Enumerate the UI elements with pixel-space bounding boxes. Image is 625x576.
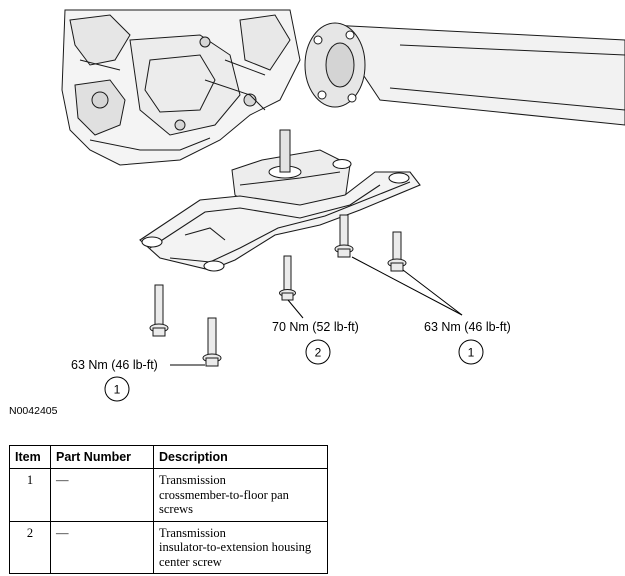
parts-table: Item Part Number Description 1 — Transmi… bbox=[9, 445, 328, 574]
bolt-group bbox=[149, 214, 407, 367]
torque-label-left: 63 Nm (46 lb-ft) bbox=[71, 358, 158, 372]
item-number-center: 2 bbox=[315, 346, 322, 360]
item-circle-right bbox=[458, 339, 484, 365]
driveshaft bbox=[304, 22, 625, 126]
bolt-right-outer bbox=[387, 231, 407, 272]
item-circle-center bbox=[305, 339, 331, 365]
leader-right-b bbox=[402, 269, 463, 316]
table-row: 1 — Transmission crossmember-to-floor pa… bbox=[9, 468, 328, 522]
bolt-left-inner bbox=[202, 317, 222, 367]
bolt-left-outer bbox=[149, 284, 169, 337]
row-part-number: — bbox=[50, 520, 154, 574]
exploded-view-drawing: 63 Nm (46 lb-ft) 1 70 Nm (52 lb-ft) 2 63… bbox=[9, 9, 625, 417]
header-part-number: Part Number bbox=[50, 445, 154, 469]
leader-lines bbox=[170, 256, 463, 366]
item-number-left: 1 bbox=[114, 383, 121, 397]
header-item: Item bbox=[9, 445, 51, 469]
row-description: Transmission insulator-to-extension hous… bbox=[153, 520, 328, 574]
figure-id: N0042405 bbox=[9, 405, 58, 417]
row-item: 1 bbox=[9, 468, 51, 522]
bolt-center bbox=[279, 255, 296, 301]
transmission-crossmember bbox=[139, 158, 421, 272]
table-row: 2 — Transmission insulator-to-extension … bbox=[9, 520, 328, 574]
item-circle-left bbox=[104, 376, 130, 402]
row-part-number: — bbox=[50, 468, 154, 522]
row-description: Transmission crossmember-to-floor pan sc… bbox=[153, 468, 328, 522]
leader-center bbox=[287, 299, 304, 319]
transmission-housing bbox=[61, 9, 301, 166]
parts-table-header: Item Part Number Description bbox=[9, 445, 328, 469]
leader-right-a bbox=[351, 256, 463, 316]
torque-label-right: 63 Nm (46 lb-ft) bbox=[424, 320, 511, 334]
item-number-right: 1 bbox=[468, 346, 475, 360]
header-description: Description bbox=[153, 445, 328, 469]
row-item: 2 bbox=[9, 520, 51, 574]
bolt-right-inner bbox=[334, 214, 354, 258]
torque-label-center: 70 Nm (52 lb-ft) bbox=[272, 320, 359, 334]
